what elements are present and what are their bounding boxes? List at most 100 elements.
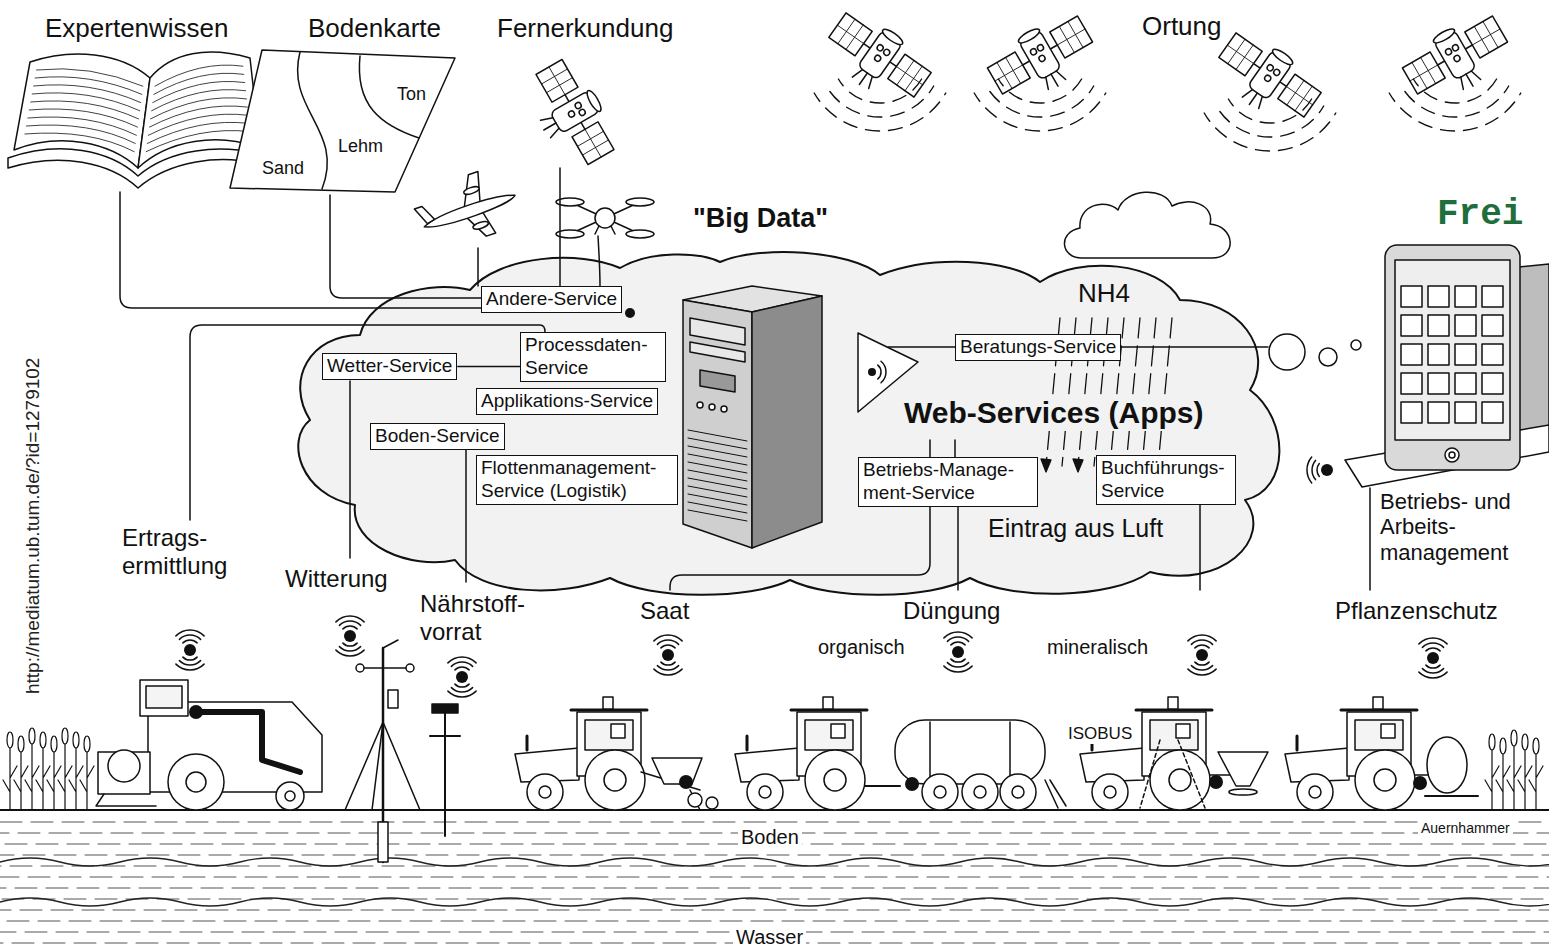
weather-station <box>345 722 420 810</box>
rain-lines <box>1158 318 1172 466</box>
crop-plants <box>1533 738 1539 754</box>
satellite-icon <box>1036 44 1044 52</box>
device-icon <box>1385 245 1520 470</box>
source-label: Bodenkarte <box>308 14 441 44</box>
service-box: Boden-Service <box>370 423 505 450</box>
tractor <box>1373 697 1383 709</box>
thought-bubble <box>1319 348 1337 366</box>
illustration-layer <box>0 4 1549 943</box>
rain-lines <box>1073 459 1083 472</box>
field-task: Saat <box>640 597 689 625</box>
sensor-dot <box>1209 775 1223 789</box>
radio-symbol <box>951 659 965 662</box>
soil-type: Lehm <box>338 136 383 157</box>
weather-station <box>356 664 364 672</box>
crop-plants <box>25 742 39 810</box>
radio-symbol <box>336 650 364 656</box>
radio-symbol <box>654 669 682 675</box>
layer-label: Wasser <box>733 927 806 947</box>
airplane-icon <box>409 163 524 255</box>
chemical-formula: NH4 <box>1078 279 1130 309</box>
isobus-line <box>1140 740 1205 808</box>
radio-symbol <box>1426 665 1440 668</box>
tractor <box>831 724 845 738</box>
leader-line <box>349 381 351 558</box>
weather-station <box>360 640 410 668</box>
device-icon <box>1455 286 1476 307</box>
satellite-icon <box>572 122 614 165</box>
server-icon <box>683 300 752 548</box>
satellite-icon <box>1465 16 1508 58</box>
soil-layer <box>0 899 1549 900</box>
radio-symbol <box>1427 652 1439 664</box>
service-box: Betriebs-Manage- ment-Service <box>858 457 1038 507</box>
device-icon <box>1428 315 1449 336</box>
satellite-icon <box>1451 44 1459 52</box>
device-icon <box>1482 402 1503 423</box>
crop-plants <box>1500 738 1506 754</box>
rain-lines <box>1126 318 1140 466</box>
device-icon <box>1428 402 1449 423</box>
satellite-icon <box>982 6 1103 112</box>
device-icon <box>1445 448 1459 462</box>
crop-plants <box>47 750 61 810</box>
device-icon <box>1428 373 1449 394</box>
radio-symbol <box>1196 649 1208 661</box>
tractor <box>1168 697 1178 709</box>
crop-plants <box>62 728 68 744</box>
tractor <box>1355 720 1403 750</box>
tractor <box>805 750 865 810</box>
satellite-icon <box>1219 33 1262 76</box>
cloud-drawing <box>120 168 1279 595</box>
field-subtask: mineralisch <box>1047 636 1148 659</box>
source-label: Expertenwissen <box>45 14 229 44</box>
satellite-icon <box>1402 52 1445 94</box>
seed-drill <box>688 793 702 807</box>
crop-plants <box>1507 744 1521 810</box>
device-icon <box>1401 373 1422 394</box>
broadcast-symbol <box>868 368 876 376</box>
service-name: Flottenmanagement- Service (Logistik) <box>481 457 673 503</box>
leader-line <box>1199 503 1201 590</box>
book-icon <box>32 93 139 111</box>
crop-plants <box>51 736 57 752</box>
signal-waves <box>1413 79 1496 103</box>
satellite-icon <box>567 110 575 118</box>
drone-icon <box>595 208 615 228</box>
broadcast-symbol <box>878 361 886 382</box>
service-name: Boden-Service <box>375 425 500 448</box>
radio-symbol <box>179 661 200 665</box>
tractor <box>1080 697 1212 810</box>
radio-symbol <box>1188 635 1216 675</box>
book-icon <box>153 81 245 102</box>
book-icon <box>31 101 139 119</box>
leader-line <box>598 236 600 286</box>
radio-symbol <box>654 635 682 675</box>
device-icon <box>1401 344 1422 365</box>
combine-harvester <box>140 680 188 716</box>
satellite-icon <box>1241 87 1265 110</box>
radio-symbol <box>343 626 357 629</box>
device-icon <box>1455 315 1476 336</box>
crop-plants <box>73 732 79 748</box>
field-task: Witterung <box>285 565 388 593</box>
device-icon <box>1455 373 1476 394</box>
crop-plants <box>69 746 83 810</box>
radio-symbol <box>455 667 469 670</box>
source-url: http://mediatum.ub.tum.de/?id=1279102 <box>22 358 44 694</box>
combine-harvester <box>96 794 156 806</box>
radio-symbol <box>456 671 468 683</box>
radio-symbol <box>1317 464 1319 477</box>
sensor-dot <box>625 308 635 318</box>
radio-symbol <box>1191 640 1212 644</box>
crop-plants <box>58 742 72 810</box>
server-icon <box>690 342 745 362</box>
satellite-icon <box>1278 74 1321 117</box>
author-credit: Auernhammer <box>1418 820 1513 836</box>
field-subtask: organisch <box>818 636 905 659</box>
slurry-tanker <box>974 786 986 798</box>
satellite-icon <box>1432 26 1457 45</box>
seed-drill <box>706 797 718 809</box>
leader-line <box>120 168 1268 590</box>
tractor <box>735 697 867 810</box>
